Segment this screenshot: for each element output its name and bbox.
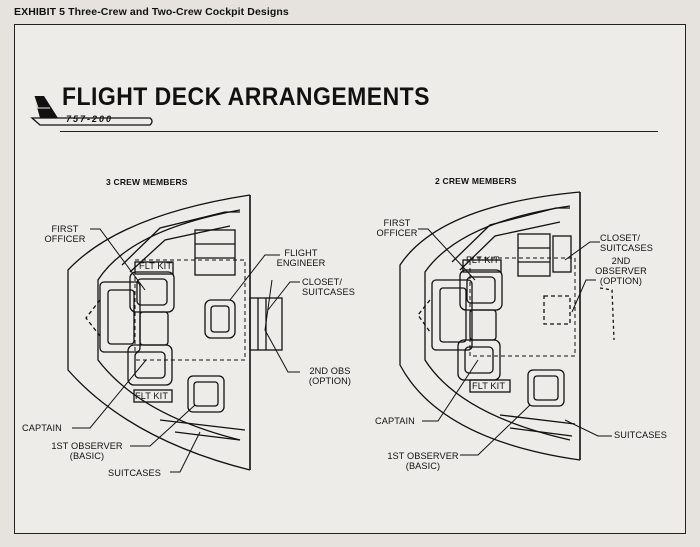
figure-panel (14, 24, 686, 534)
first-officer-label-left: FIRST OFFICER (40, 224, 90, 244)
second-obs-line-2: (OPTION) (308, 376, 352, 386)
exhibit-title: EXHIBIT 5 Three-Crew and Two-Crew Cockpi… (14, 6, 289, 18)
closet-line-1: CLOSET/ (600, 233, 641, 243)
captain-label-left: CAPTAIN (22, 423, 62, 433)
first-observer-line-2: (BASIC) (69, 451, 105, 461)
suitcases-label-right: SUITCASES (614, 430, 667, 440)
first-observer-label-right: 1ST OBSERVER (BASIC) (380, 451, 466, 471)
flt-kit-bottom-label-left: FLT KIT (135, 391, 169, 401)
second-obs-line-2: OBSERVER (595, 266, 647, 276)
second-obs-label-left: 2ND OBS (OPTION) (300, 366, 360, 386)
second-obs-line-1: 2ND (611, 256, 631, 266)
second-obs-line-3: (OPTION) (599, 276, 643, 286)
captain-label-right: CAPTAIN (375, 416, 415, 426)
closet-label-left: CLOSET/ SUITCASES (302, 277, 355, 297)
first-officer-line-2: OFFICER (376, 228, 418, 238)
flt-kit-top-label-left: FLT KIT (139, 261, 173, 271)
two-crew-heading: 2 CREW MEMBERS (435, 176, 517, 186)
second-obs-line-1: 2ND OBS (309, 366, 351, 376)
closet-line-1: CLOSET/ (302, 277, 343, 287)
flight-engineer-line-1: FLIGHT (284, 248, 318, 258)
first-officer-label-right: FIRST OFFICER (372, 218, 422, 238)
closet-line-2: SUITCASES (600, 243, 653, 253)
first-officer-line-1: FIRST (383, 218, 411, 228)
first-officer-line-1: FIRST (51, 224, 79, 234)
title-divider (60, 131, 658, 133)
main-title: FLIGHT DECK ARRANGEMENTS (62, 83, 430, 111)
first-observer-line-1: 1ST OBSERVER (387, 451, 459, 461)
three-crew-heading: 3 CREW MEMBERS (106, 177, 188, 187)
suitcases-label-left: SUITCASES (108, 468, 161, 478)
model-label: 757-200 (66, 114, 114, 124)
flt-kit-bottom-label-right: FLT KIT (472, 381, 506, 391)
flight-engineer-line-2: ENGINEER (276, 258, 326, 268)
closet-line-2: SUITCASES (302, 287, 355, 297)
flight-engineer-label: FLIGHT ENGINEER (273, 248, 329, 268)
first-officer-line-2: OFFICER (44, 234, 86, 244)
closet-label-right: CLOSET/ SUITCASES (600, 233, 653, 253)
first-observer-label-left: 1ST OBSERVER (BASIC) (44, 441, 130, 461)
second-obs-label-right: 2ND OBSERVER (OPTION) (592, 256, 650, 286)
first-observer-line-1: 1ST OBSERVER (51, 441, 123, 451)
flt-kit-top-label-right: FLT KIT (466, 255, 500, 265)
first-observer-line-2: (BASIC) (405, 461, 441, 471)
